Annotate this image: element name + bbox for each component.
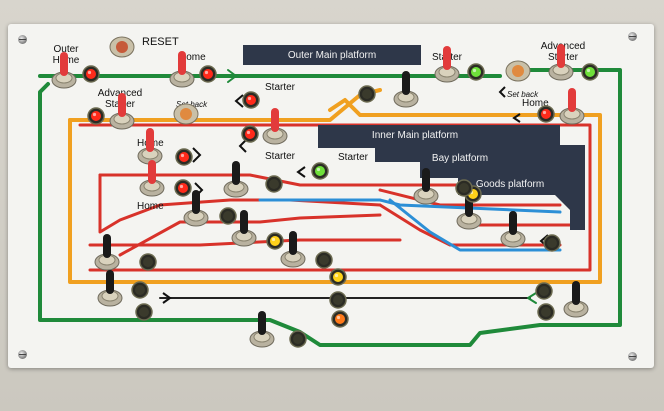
indicator-lamp-off [535, 282, 553, 300]
indicator-lamp-off [135, 303, 153, 321]
label-set-back-left: Set back [176, 100, 208, 109]
indicator-lamp [199, 65, 217, 83]
track-blue-2 [388, 198, 562, 252]
starter-arrow [238, 139, 247, 153]
set-back-arrow-right [498, 86, 506, 98]
lever-switch[interactable] [563, 281, 589, 318]
lever-switch[interactable] [223, 161, 249, 198]
lever-switch[interactable] [548, 44, 574, 81]
arrow-1 [227, 69, 237, 83]
label-home-top: Home [179, 52, 206, 63]
indicator-lamp-off [315, 251, 333, 269]
lever-switch[interactable] [231, 210, 257, 247]
indicator-lamp [242, 91, 260, 109]
inner-main-platform: Inner Main platform [371, 129, 459, 141]
lever-switch[interactable] [393, 71, 419, 108]
indicator-lamp [82, 65, 100, 83]
reset-label: RESET [142, 36, 179, 48]
indicator-lamp [87, 107, 105, 125]
lever-switch[interactable] [500, 211, 526, 248]
indicator-lamp [467, 63, 485, 81]
indicator-lamp-off [455, 179, 473, 197]
lever-switch[interactable] [183, 190, 209, 227]
indicator-lamp-off [131, 281, 149, 299]
inner-platform-bg [318, 125, 585, 230]
track-green-outer [38, 68, 622, 347]
signal-arrow-2 [162, 292, 172, 304]
signal-arrow-3 [512, 113, 521, 123]
track-orange-outer [68, 98, 602, 284]
arrow-2 [527, 292, 537, 304]
lever-switch[interactable] [434, 46, 460, 83]
indicator-lamp [331, 310, 349, 328]
set-back-button-left[interactable] [173, 103, 199, 125]
screw-bottom-left [18, 350, 27, 359]
label-starter-lower: Starter [265, 151, 296, 162]
reset-button[interactable] [109, 36, 135, 58]
set-back-button-right[interactable] [505, 60, 531, 82]
indicator-lamp-off [265, 175, 283, 193]
screw-top-right [628, 32, 637, 41]
track-red-5 [118, 213, 382, 257]
screw-bottom-right [628, 352, 637, 361]
indicator-lamp [311, 162, 329, 180]
indicator-lamp [241, 125, 259, 143]
indicator-lamp-off [358, 85, 376, 103]
indicator-lamp [581, 63, 599, 81]
indicator-lamp-off [329, 291, 347, 309]
indicator-lamp-off [219, 207, 237, 225]
indicator-lamp [174, 179, 192, 197]
label-home-right: Home [522, 98, 549, 109]
indicator-lamp-off [289, 330, 307, 348]
lever-switch[interactable] [559, 88, 585, 125]
set-back-arrow-left [234, 94, 244, 108]
lever-switch[interactable] [97, 270, 123, 307]
indicator-lamp-off [139, 253, 157, 271]
screw-top-left [18, 35, 27, 44]
lever-switch[interactable] [109, 93, 135, 130]
lever-switch[interactable] [139, 160, 165, 197]
indicator-lamp-off [537, 303, 555, 321]
indicator-lamp [329, 268, 347, 286]
label-starter-inner: Starter [338, 152, 369, 163]
lever-switch[interactable] [262, 108, 288, 145]
lever-switch[interactable] [413, 168, 439, 205]
lever-switch[interactable] [280, 231, 306, 268]
home-arrow-1 [192, 147, 202, 163]
bay-platform: Bay platform [431, 152, 489, 164]
lever-switch[interactable] [94, 234, 120, 271]
track-blue-1 [258, 198, 562, 214]
lever-switch[interactable] [169, 51, 195, 88]
track-red-6 [378, 188, 562, 207]
label-home-left-lower: Home [137, 201, 164, 212]
indicator-lamp [537, 105, 555, 123]
outer-main-platform: Outer Main platform [243, 45, 421, 65]
lever-switch[interactable] [249, 311, 275, 348]
indicator-lamp [266, 232, 284, 250]
signal-arrow [296, 166, 306, 178]
indicator-lamp [175, 148, 193, 166]
indicator-lamp-off [543, 234, 561, 252]
lever-switch[interactable] [137, 128, 163, 165]
label-starter-mid: Starter [265, 82, 296, 93]
lever-switch[interactable] [51, 52, 77, 89]
label-set-back-right: Set back [507, 90, 539, 99]
goods-platform: Goods platform [475, 178, 545, 190]
